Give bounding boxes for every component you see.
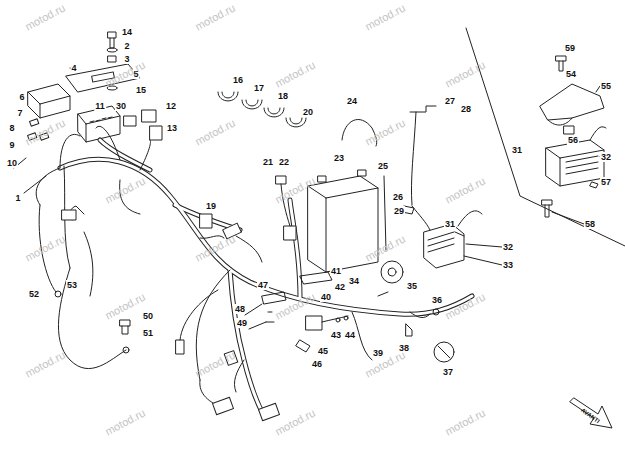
watermark: motod.ru <box>193 2 237 33</box>
watermark: motod.ru <box>273 59 317 90</box>
callout-number: 25 <box>377 161 389 171</box>
callout-number: 40 <box>320 292 332 302</box>
callout-number: 51 <box>142 328 154 338</box>
callout-number: 23 <box>333 153 345 163</box>
watermark: motod.ru <box>363 349 407 380</box>
callout-number: 14 <box>121 27 133 37</box>
callout-number: 57 <box>600 177 612 187</box>
callout-number: 56 <box>567 135 579 145</box>
callout-number: 44 <box>344 330 356 340</box>
callout-number: 19 <box>205 201 217 211</box>
callout-number: 47 <box>257 280 269 290</box>
callout-number: 59 <box>564 43 576 53</box>
watermark: motod.ru <box>103 175 147 206</box>
callout-number: 58 <box>584 219 596 229</box>
callout-number: 43 <box>330 330 342 340</box>
callout-number: 28 <box>460 104 472 114</box>
watermark: motod.ru <box>363 2 407 33</box>
callout-number: 31 <box>511 145 523 155</box>
watermark: motod.ru <box>23 2 67 33</box>
callout-number: 24 <box>346 96 358 106</box>
watermark: motod.ru <box>273 407 317 438</box>
callout-number: 46 <box>311 359 323 369</box>
callout-number: 33 <box>502 260 514 270</box>
callout-number: 10 <box>6 158 18 168</box>
callout-number: 32 <box>600 152 612 162</box>
watermark: motod.ru <box>103 291 147 322</box>
callout-number: 3 <box>123 54 130 64</box>
watermark: motod.ru <box>363 117 407 148</box>
callout-number: 48 <box>234 304 246 314</box>
watermark: motod.ru <box>23 233 67 264</box>
callout-number: 50 <box>142 311 154 321</box>
callout-number: 35 <box>406 281 418 291</box>
callout-number: 52 <box>28 289 40 299</box>
callout-number: 12 <box>165 101 177 111</box>
callout-number: 1 <box>14 193 21 203</box>
callout-number: 18 <box>277 91 289 101</box>
callout-number: 32 <box>502 242 514 252</box>
callout-number: 54 <box>565 69 577 79</box>
callout-number: 55 <box>600 81 612 91</box>
callout-number: 27 <box>444 96 456 106</box>
callout-number: 34 <box>348 276 360 286</box>
watermark: motod.ru <box>193 117 237 148</box>
watermark: motod.ru <box>443 175 487 206</box>
callout-number: 9 <box>8 140 15 150</box>
watermark: motod.ru <box>443 291 487 322</box>
callout-number: 21 <box>262 157 274 167</box>
callout-number: 41 <box>330 266 342 276</box>
callout-number: 2 <box>123 41 130 51</box>
callout-number: 37 <box>442 367 454 377</box>
callout-number: 7 <box>16 108 23 118</box>
callout-number: 16 <box>232 75 244 85</box>
watermark: motod.ru <box>443 407 487 438</box>
callout-number: 45 <box>317 346 329 356</box>
callout-number: 53 <box>66 280 78 290</box>
callout-number: 22 <box>278 157 290 167</box>
callout-number: 11 <box>94 101 106 111</box>
callout-number: 6 <box>18 92 25 102</box>
callout-number: 13 <box>166 123 178 133</box>
watermark: motod.ru <box>103 407 147 438</box>
callout-number: 20 <box>302 107 314 117</box>
callout-number: 49 <box>236 318 248 328</box>
callout-number: 17 <box>253 83 265 93</box>
watermark: motod.ru <box>23 349 67 380</box>
callout-number: 30 <box>115 101 127 111</box>
callout-number: 4 <box>70 63 77 73</box>
callout-number: 15 <box>135 85 147 95</box>
callout-number: 8 <box>8 123 15 133</box>
callout-number: 42 <box>334 282 346 292</box>
callout-number: 26 <box>392 192 404 202</box>
callout-number: 31 <box>444 219 456 229</box>
callout-number: 29 <box>393 206 405 216</box>
callout-number: 39 <box>372 348 384 358</box>
callout-number: 36 <box>431 295 443 305</box>
